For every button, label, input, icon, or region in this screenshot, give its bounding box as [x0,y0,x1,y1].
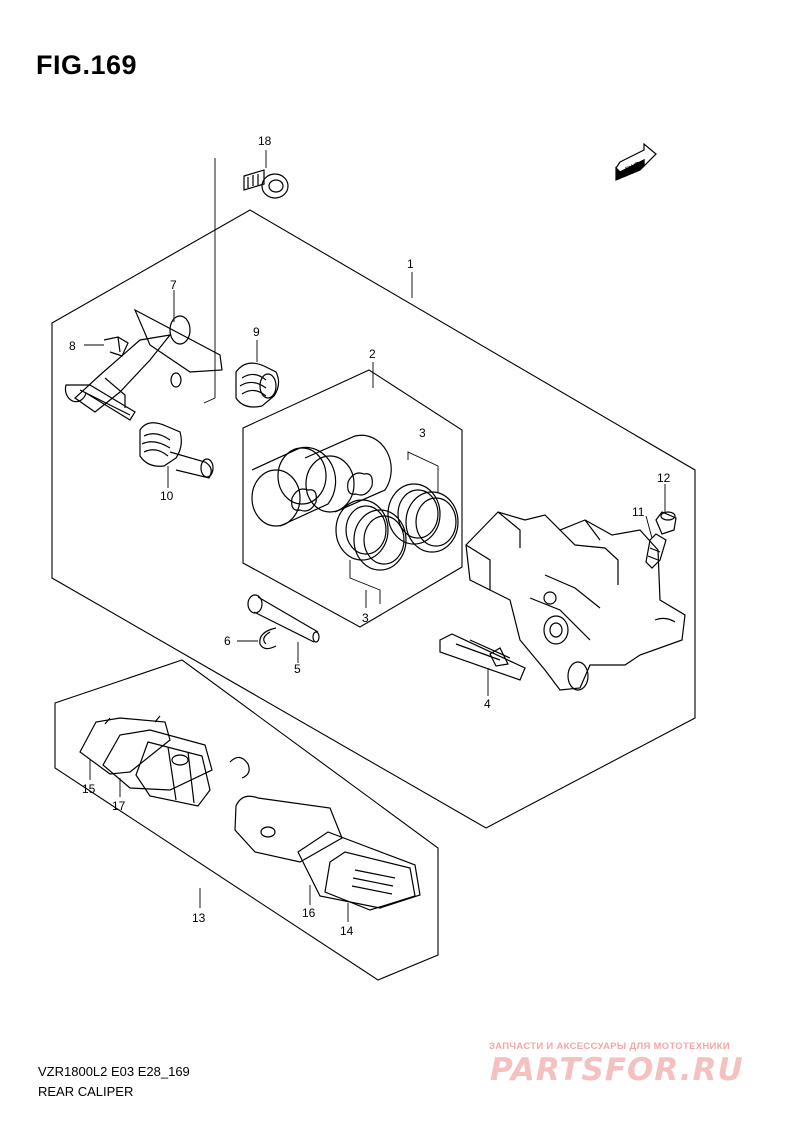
model-code: VZR1800L2 E03 E28_169 [38,1064,190,1079]
callout-3-top: 3 [419,426,426,440]
pad-shim-14-icon [324,851,416,911]
pad-pin-5-icon [247,594,320,643]
caliper-body-1-icon [465,511,686,691]
forward-direction-arrow-icon: FWD [615,142,657,181]
bolt-18-icon [243,169,289,199]
callout-16: 16 [302,906,316,920]
callout-17: 17 [112,799,126,813]
figure-title: FIG.169 [36,50,138,80]
callout-8: 8 [69,339,76,353]
figure-caption: REAR CALIPER [38,1084,134,1099]
brake-pad-16-icon [234,795,421,909]
callout-14: 14 [340,924,354,938]
bleeder-valve-11-icon [645,533,667,569]
pistons-2-icon [251,434,392,527]
callout-9: 9 [253,325,260,339]
callout-2: 2 [369,347,376,361]
callout-15: 15 [82,782,96,796]
pad-spring-4-icon [439,633,526,681]
bleeder-cap-12-icon [655,511,677,535]
callout-10: 10 [160,489,174,503]
clip-8-icon [103,336,129,357]
callout-18: 18 [258,134,272,148]
watermark-brand-logo: PARTSFOR.RU [490,1052,744,1088]
callout-4: 4 [484,697,491,711]
assembly-frame-main [51,209,696,829]
pad-shim-15-icon [79,715,171,775]
pad-set-frame [54,659,439,981]
callout-3-bottom: 3 [362,611,369,625]
callout-7: 7 [170,278,177,292]
callout-5: 5 [294,662,301,676]
callout-1: 1 [407,257,414,271]
pin-boot-10-icon [139,422,214,479]
callout-13: 13 [192,911,206,925]
brake-pad-17-icon [102,729,250,807]
leader-lines [84,150,666,922]
boot-9-icon [235,362,280,408]
watermark-tagline: ЗАПЧАСТИ И АКСЕССУАРЫ ДЛЯ МОТОТЕХНИКИ [489,1041,730,1052]
pin-clip-6-icon [259,627,277,650]
callout-labels: 18 1 7 8 9 2 3 10 12 11 3 6 5 4 15 17 16… [69,134,671,938]
piston-seals-3-icon [335,483,459,571]
slide-pin-bracket-7-icon [64,308,223,421]
callout-12: 12 [657,471,671,485]
piston-kit-frame [242,369,463,628]
callout-6: 6 [224,634,231,648]
callout-11: 11 [632,505,645,519]
